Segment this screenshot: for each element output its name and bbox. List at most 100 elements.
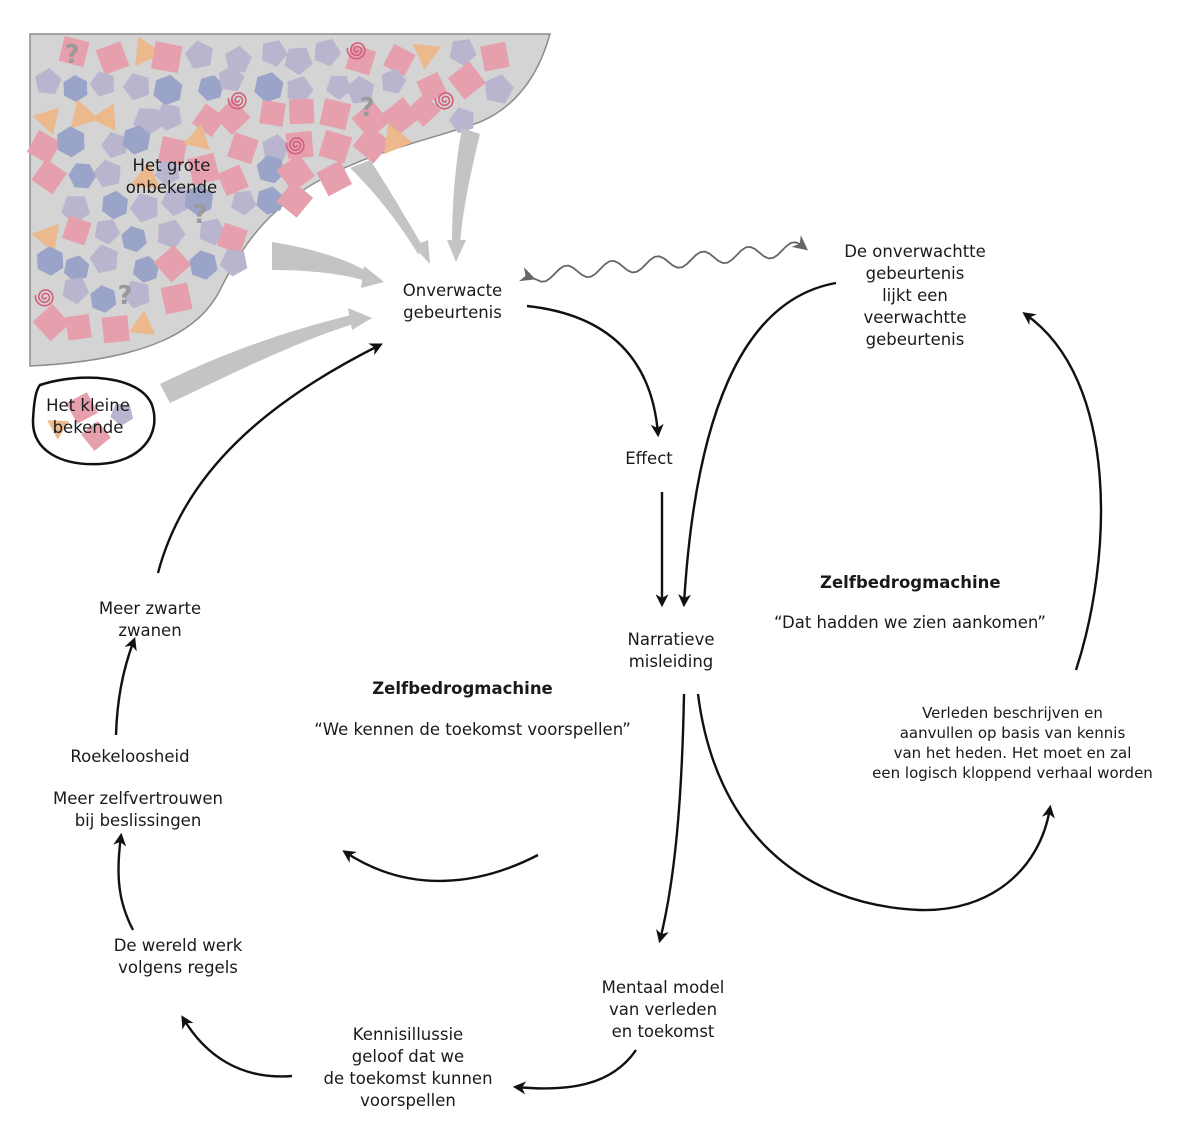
square-icon xyxy=(447,61,486,100)
spiral-icon xyxy=(227,92,247,110)
wavy-arrow xyxy=(518,235,808,283)
gray-arrow-4-head xyxy=(447,240,466,262)
gray-arrow-3 xyxy=(350,160,425,254)
machine-right-quote: “Dat hadden we zien aankomen” xyxy=(773,613,1046,632)
arrow-event-to-effect xyxy=(526,304,664,438)
square-icon xyxy=(150,41,183,74)
square-icon xyxy=(259,100,286,127)
pentagon-icon xyxy=(157,219,186,249)
square-icon xyxy=(95,41,130,75)
hexagon-icon xyxy=(63,75,88,102)
pentagon-icon xyxy=(122,73,149,101)
pentagon-icon xyxy=(185,40,213,69)
arrow-verleden-to-expected xyxy=(1022,312,1103,671)
square-icon xyxy=(65,314,92,341)
square-icon xyxy=(383,43,416,77)
hexagon-icon xyxy=(153,74,183,106)
pentagon-icon xyxy=(93,159,121,188)
arrow-narrative-to-model xyxy=(656,693,686,944)
hexagon-icon xyxy=(101,190,128,220)
pentagon-icon xyxy=(314,38,342,67)
arrow-kennis-to-wereld xyxy=(181,1015,293,1078)
pentagon-icon xyxy=(110,403,134,426)
square-icon xyxy=(216,222,248,254)
expected-event-label: De onverwachtte gebeurtenis lijkt een ve… xyxy=(844,242,986,349)
hexagon-icon xyxy=(63,255,90,282)
square-icon xyxy=(318,129,353,164)
hexagon-icon xyxy=(57,126,85,158)
hexagon-icon xyxy=(254,72,284,103)
square-icon xyxy=(319,98,352,131)
triangle-icon xyxy=(32,107,60,135)
recklessness-label: Roekeloosheid xyxy=(70,747,190,766)
square-icon xyxy=(58,36,90,68)
square-icon xyxy=(316,160,353,197)
confidence-label: Meer zelfvertrouwen bij beslissingen xyxy=(52,789,224,830)
square-icon xyxy=(288,98,315,125)
hexagon-icon xyxy=(256,155,285,184)
spiral-icon xyxy=(34,289,54,307)
question-icon: ? xyxy=(192,200,207,230)
small-known-label: Het kleine bekende xyxy=(46,396,130,437)
square-icon xyxy=(217,164,249,197)
square-icon xyxy=(153,244,192,283)
arrow-left-machine xyxy=(342,850,539,883)
pentagon-icon xyxy=(35,68,62,95)
square-icon xyxy=(66,392,98,424)
unknown-shapes-group: ???? xyxy=(26,36,514,344)
verleden-label: Verleden beschrijven en aanvullen op bas… xyxy=(872,704,1153,782)
pentagon-icon xyxy=(284,47,313,76)
pentagon-icon xyxy=(346,75,375,104)
pentagon-icon xyxy=(219,249,248,277)
arrow-narrative-to-verleden xyxy=(696,693,1055,912)
triangle-icon xyxy=(412,43,441,70)
pentagon-icon xyxy=(484,74,514,104)
great-unknown-label: Het grote onbekende xyxy=(125,156,218,197)
gray-arrow-3-head xyxy=(413,240,430,264)
pentagon-icon xyxy=(154,161,180,186)
pentagon-icon xyxy=(154,103,182,131)
hexagon-icon xyxy=(256,186,284,215)
pentagon-icon xyxy=(261,40,288,67)
machine-left-quote: “We kennen de toekomst voorspellen” xyxy=(314,720,631,739)
pentagon-icon xyxy=(381,68,407,94)
pentagon-icon xyxy=(160,187,190,217)
square-icon xyxy=(480,41,510,72)
arrow-wereld-to-zelfvertrouwen xyxy=(113,832,135,931)
pentagon-icon xyxy=(449,107,474,134)
hexagon-icon xyxy=(122,125,151,155)
pentagon-icon xyxy=(129,193,158,223)
machine-right-title: Zelfbedrogmachine xyxy=(820,573,1001,592)
triangle-icon xyxy=(384,123,413,155)
mental-model-label: Mentaal model van verleden en toekomst xyxy=(601,978,725,1041)
triangle-icon xyxy=(90,103,116,131)
pentagon-icon xyxy=(94,219,121,245)
spiral-icon xyxy=(346,42,366,60)
triangle-icon xyxy=(47,420,70,440)
pentagon-icon xyxy=(326,75,352,100)
hexagon-icon xyxy=(68,163,96,189)
gray-arrow-2 xyxy=(272,242,372,282)
square-icon xyxy=(101,315,130,344)
square-icon xyxy=(32,304,70,342)
arrow-zwanen-to-event xyxy=(156,343,383,574)
pentagon-icon xyxy=(62,277,90,305)
arrow-roekeloos-to-zwanen xyxy=(114,636,137,736)
pentagon-icon xyxy=(225,45,252,73)
spiral-icon xyxy=(434,92,454,110)
square-icon xyxy=(226,132,259,165)
pentagon-icon xyxy=(101,132,127,159)
knowledge-illusion-label: Kennisillussie geloof dat we de toekomst… xyxy=(323,1025,493,1110)
pentagon-icon xyxy=(122,280,150,309)
hexagon-icon xyxy=(133,256,159,283)
triangle-icon xyxy=(135,36,163,66)
gray-arrow-1-head xyxy=(348,308,372,330)
hexagon-icon xyxy=(36,246,64,276)
pentagon-icon xyxy=(449,39,477,66)
black-swans-label: Meer zwarte zwanen xyxy=(98,599,202,640)
question-icon: ? xyxy=(117,281,132,311)
pentagon-icon xyxy=(262,134,290,162)
hexagon-icon xyxy=(198,75,224,101)
triangle-icon xyxy=(183,123,210,150)
